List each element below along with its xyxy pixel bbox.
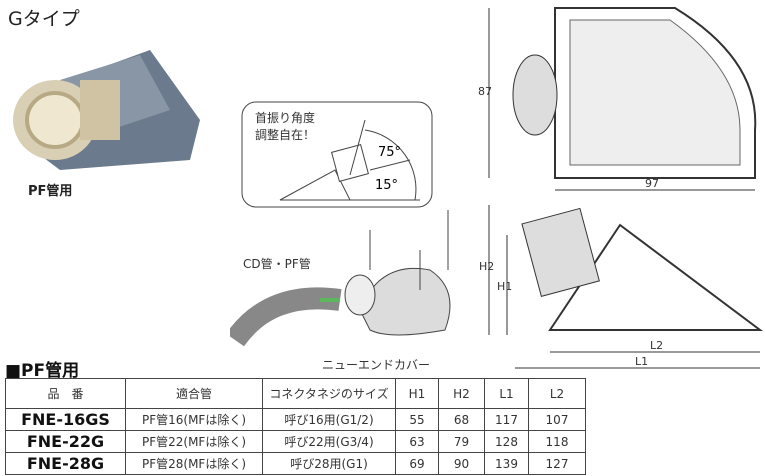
angle-15: 15° (375, 178, 399, 193)
cell: 139 (484, 452, 529, 475)
col-header: 適合管 (125, 378, 263, 409)
dim-h1: H1 (497, 280, 512, 293)
cell: 90 (438, 452, 485, 475)
angle-75: 75° (378, 145, 402, 160)
cell: 69 (395, 452, 439, 475)
cell: 79 (438, 430, 485, 453)
cell: 118 (528, 430, 586, 453)
col-header: H2 (438, 378, 485, 409)
callout-line2: 調整自在！ (255, 128, 316, 142)
cell: 63 (395, 430, 439, 453)
cell: 呼び22用(G3/4) (262, 430, 396, 453)
cell: 128 (484, 430, 529, 453)
callout-line1: 首振り角度 (255, 111, 316, 125)
cell: 68 (438, 408, 485, 431)
col-header: H1 (395, 378, 439, 409)
cell: 127 (528, 452, 586, 475)
product-photo (13, 50, 200, 170)
angle-callout-text: 首振り角度調整自在！ (255, 110, 315, 144)
col-header: 品 番 (5, 378, 126, 409)
dim-l2: L2 (650, 339, 663, 352)
page-title: Gタイプ (8, 8, 80, 30)
product-label: PF管用 (28, 184, 73, 199)
section-heading: ■PF管用 (5, 361, 80, 381)
pipe-label: CD管・PF管 (243, 257, 311, 271)
cover-label: ニューエンドカバー (322, 358, 431, 372)
cell: FNE-28G (5, 452, 126, 475)
cell: FNE-22G (5, 430, 126, 453)
dim-width: 97 (645, 177, 659, 190)
table-header: 品 番 適合管 コネクタネジのサイズ H1 H2 L1 L2 (5, 378, 586, 409)
cell: FNE-16GS (5, 408, 126, 431)
installation-illustration (230, 210, 451, 347)
angle-callout-box (241, 101, 433, 208)
dim-h2: H2 (479, 260, 494, 273)
col-header: コネクタネジのサイズ (262, 378, 396, 409)
dim-height: 87 (478, 85, 492, 98)
cell: 117 (484, 408, 529, 431)
cell: 呼び28用(G1) (262, 452, 396, 475)
col-header: L2 (528, 378, 586, 409)
cell: 呼び16用(G1/2) (262, 408, 396, 431)
col-header: L1 (484, 378, 529, 409)
cell: PF管28(MFは除く) (125, 452, 263, 475)
cell: PF管22(MFは除く) (125, 430, 263, 453)
cell: PF管16(MFは除く) (125, 408, 263, 431)
dimension-drawings: 87 97 H2 H1 L2 L1 (478, 7, 763, 369)
cell: 55 (395, 408, 439, 431)
cell: 107 (528, 408, 586, 431)
dim-l1: L1 (635, 355, 648, 368)
